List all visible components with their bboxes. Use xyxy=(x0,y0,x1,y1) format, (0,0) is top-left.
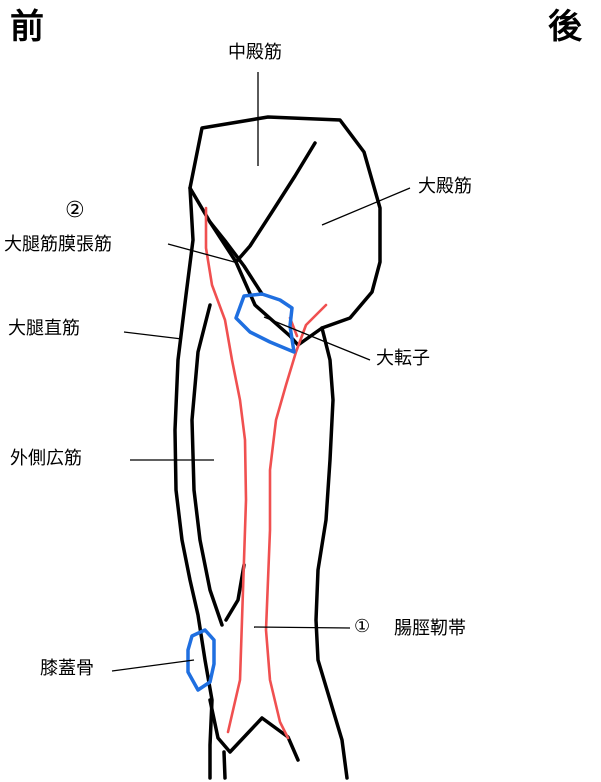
back-label: 後 xyxy=(548,10,582,44)
shin-front-outline xyxy=(224,752,225,778)
rectus-femoris-inner xyxy=(192,305,222,625)
itb-back-line xyxy=(266,305,326,738)
tensor-fasciae-latae-label: 大腿筋膜張筋 xyxy=(4,236,112,254)
gluteus-medius-label: 中殿筋 xyxy=(228,44,282,62)
patella-label: 膝蓋骨 xyxy=(40,660,94,678)
gluteus-maximus-label: 大殿筋 xyxy=(418,178,472,196)
greater-trochanter-shape xyxy=(236,294,294,352)
iliotibial-band-label: 腸脛靭帯 xyxy=(394,620,466,638)
vastus-lateralis-label: 外側広筋 xyxy=(10,450,82,468)
iliotibial-band xyxy=(206,208,326,738)
itb-number-label: ① xyxy=(354,618,370,636)
leader-gluteus-maximus xyxy=(322,188,410,225)
leader-patella xyxy=(112,660,194,671)
rectus-femoris-label: 大腿直筋 xyxy=(8,320,80,338)
tfl-number-label: ② xyxy=(65,200,85,222)
leader-itb xyxy=(254,627,350,628)
leg-back-outline xyxy=(316,328,347,778)
greater-trochanter-label: 大転子 xyxy=(376,350,430,368)
leader-trochanter xyxy=(264,317,370,360)
itb-front-line xyxy=(206,208,246,732)
gluteal-divider xyxy=(236,143,315,262)
leader-rectus-femoris xyxy=(124,332,182,339)
front-label: 前 xyxy=(10,10,44,44)
